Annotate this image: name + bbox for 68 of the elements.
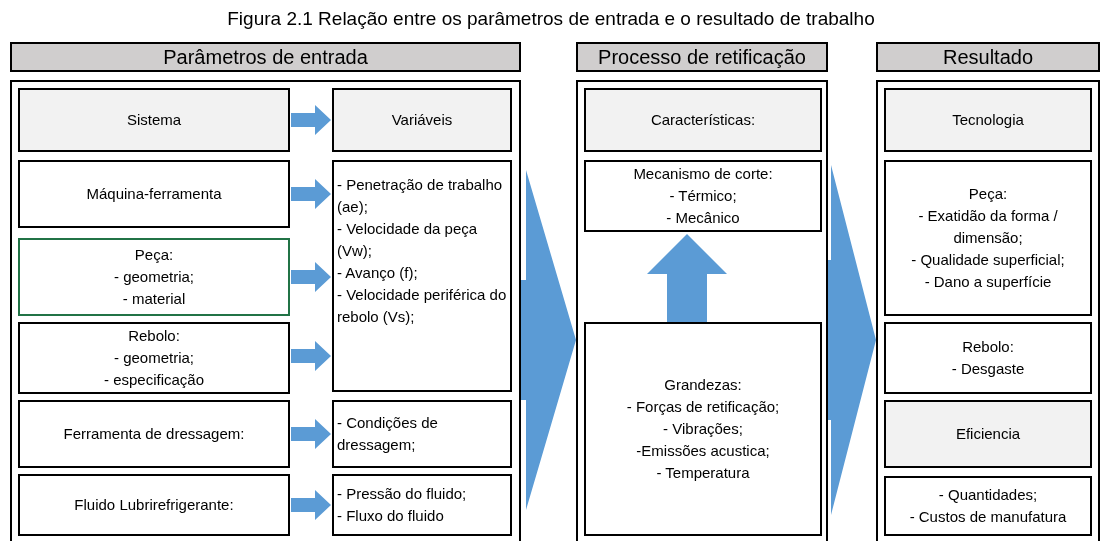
column-header: Processo de retificação xyxy=(576,42,828,72)
process-box xyxy=(18,238,290,316)
box-text: - Pressão do fluido; xyxy=(337,484,467,504)
box-text: Peça: xyxy=(134,245,174,265)
block-arrow xyxy=(291,490,331,520)
box-text: -Emissões acustica; xyxy=(636,441,770,461)
box-text: - Qualidade superficial; xyxy=(911,250,1065,270)
box-text: Fluido Lubrirefrigerante: xyxy=(74,495,234,515)
box-text: Máquina-ferramenta xyxy=(86,184,222,204)
box-text: - Velocidade periférica do rebolo (Vs); xyxy=(337,285,508,327)
box-text: - Fluxo do fluido xyxy=(337,506,444,526)
process-box xyxy=(18,474,290,536)
process-box xyxy=(884,322,1092,394)
process-box xyxy=(884,160,1092,316)
block-arrow xyxy=(647,234,727,322)
process-box xyxy=(18,322,290,394)
box-text: - Térmico; xyxy=(669,186,737,206)
box-text: - Forças de retificação; xyxy=(626,397,780,417)
box-text: Grandezas: xyxy=(664,375,742,395)
block-arrow xyxy=(521,170,576,510)
block-arrow xyxy=(291,341,331,371)
box-text: - Penetração de trabalho (ae); xyxy=(337,175,504,217)
box-text: - Exatidão da forma / dimensão; xyxy=(917,206,1059,248)
box-text: Características: xyxy=(650,110,756,130)
column-header: Resultado xyxy=(876,42,1100,72)
box-text: - Dano a superfície xyxy=(924,272,1052,292)
process-box xyxy=(332,160,512,392)
process-box xyxy=(332,474,512,536)
box-text: - material xyxy=(122,289,186,309)
process-box xyxy=(884,476,1092,536)
box-text: Variáveis xyxy=(391,110,453,130)
box-text: - Velocidade da peça (Vw); xyxy=(337,219,479,261)
column-header: Parâmetros de entrada xyxy=(10,42,521,72)
box-text: - Custos de manufatura xyxy=(909,507,1067,527)
header-box xyxy=(18,88,290,152)
box-text: Rebolo: xyxy=(128,326,180,346)
box-text: - Quantidades; xyxy=(938,485,1038,505)
block-arrow xyxy=(291,262,331,292)
box-text: Rebolo: xyxy=(962,337,1014,357)
header-box xyxy=(332,88,512,152)
block-arrow xyxy=(291,105,331,135)
header-box xyxy=(584,88,822,152)
box-text: Tecnologia xyxy=(952,110,1024,130)
box-text: - Condições de dressagem; xyxy=(337,413,439,455)
process-box xyxy=(584,160,822,232)
block-arrow xyxy=(291,419,331,449)
box-text: - geometria; xyxy=(113,348,194,368)
box-text: Sistema xyxy=(126,110,182,130)
box-text: - Desgaste xyxy=(951,359,1025,379)
process-box xyxy=(18,400,290,468)
process-box xyxy=(584,322,822,536)
box-text: - geometria; xyxy=(113,267,194,287)
process-box xyxy=(332,400,512,468)
box-text: - Avanço (f); xyxy=(337,263,418,283)
block-arrow xyxy=(828,165,876,515)
box-text: - Vibrações; xyxy=(663,419,743,439)
box-text: - Temperatura xyxy=(656,463,750,483)
box-text: Peça: xyxy=(968,184,1008,204)
box-text: - especificação xyxy=(103,370,205,390)
header-box xyxy=(884,88,1092,152)
header-box xyxy=(884,400,1092,468)
box-text: Ferramenta de dressagem: xyxy=(63,424,245,444)
block-arrow xyxy=(291,179,331,209)
box-text: - Mecânico xyxy=(666,208,740,228)
box-text: Mecanismo de corte: xyxy=(633,164,773,184)
box-text: Eficiencia xyxy=(955,424,1021,444)
figure-title: Figura 2.1 Relação entre os parâmetros de entrada e o resultado de trabalho xyxy=(226,8,876,30)
process-box xyxy=(18,160,290,228)
